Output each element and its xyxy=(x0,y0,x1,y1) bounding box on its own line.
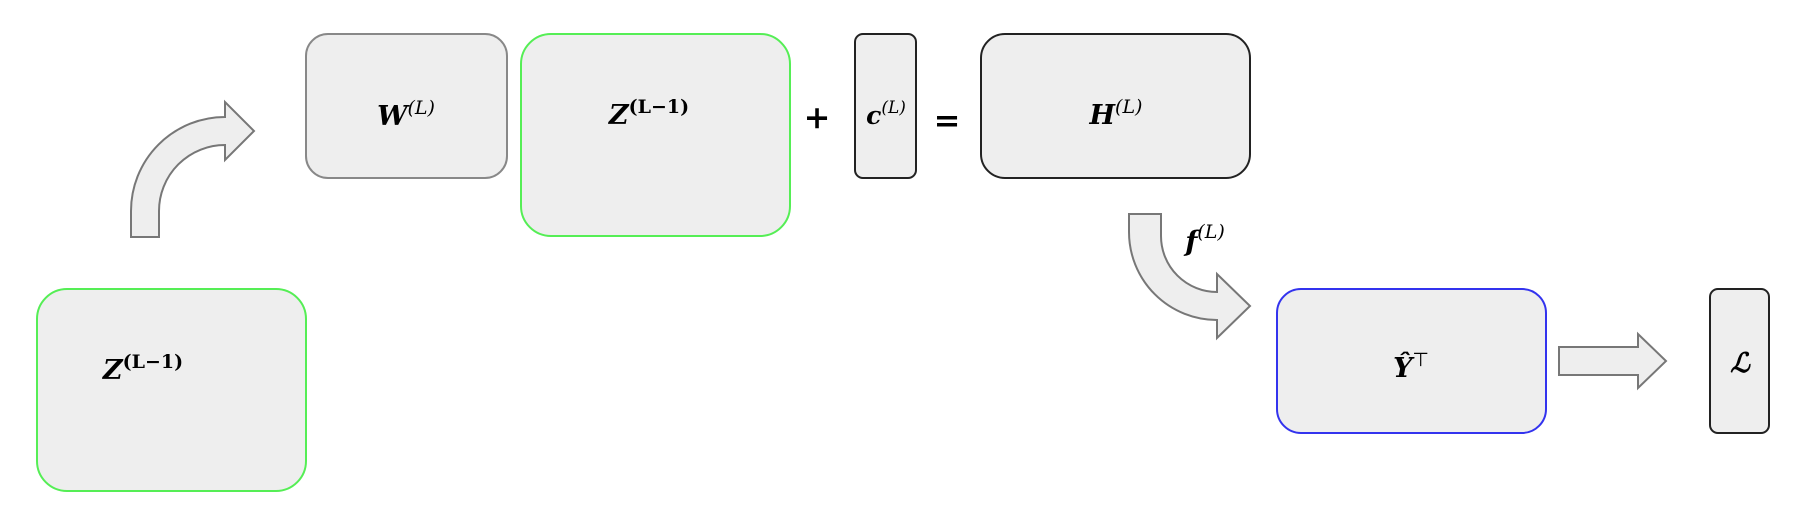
equals-operator: = xyxy=(934,101,961,139)
curved-arrow-down-right xyxy=(1128,213,1252,341)
c-label: c(L) xyxy=(866,98,906,130)
y-hat-box: Ŷ⊤ xyxy=(1276,288,1547,434)
z-prev-left-label: Z(L−1) xyxy=(102,351,183,386)
curved-arrow-up-right xyxy=(130,99,256,238)
z-prev-middle-label: Z(L−1) xyxy=(608,96,689,131)
z-prev-box-left: Z(L−1) xyxy=(36,288,307,492)
loss-label: ℒ xyxy=(1730,348,1751,379)
h-box: H(L) xyxy=(980,33,1251,179)
c-box: c(L) xyxy=(854,33,917,179)
loss-box: ℒ xyxy=(1709,288,1770,434)
plus-operator: + xyxy=(804,98,831,136)
w-label: W(L) xyxy=(377,97,435,132)
z-prev-box-middle: Z(L−1) xyxy=(520,33,791,237)
h-label: H(L) xyxy=(1089,96,1143,131)
y-hat-label: Ŷ⊤ xyxy=(1393,349,1429,384)
activation-label: f(L) xyxy=(1183,221,1225,258)
straight-arrow-right xyxy=(1558,331,1668,391)
w-box: W(L) xyxy=(305,33,508,179)
